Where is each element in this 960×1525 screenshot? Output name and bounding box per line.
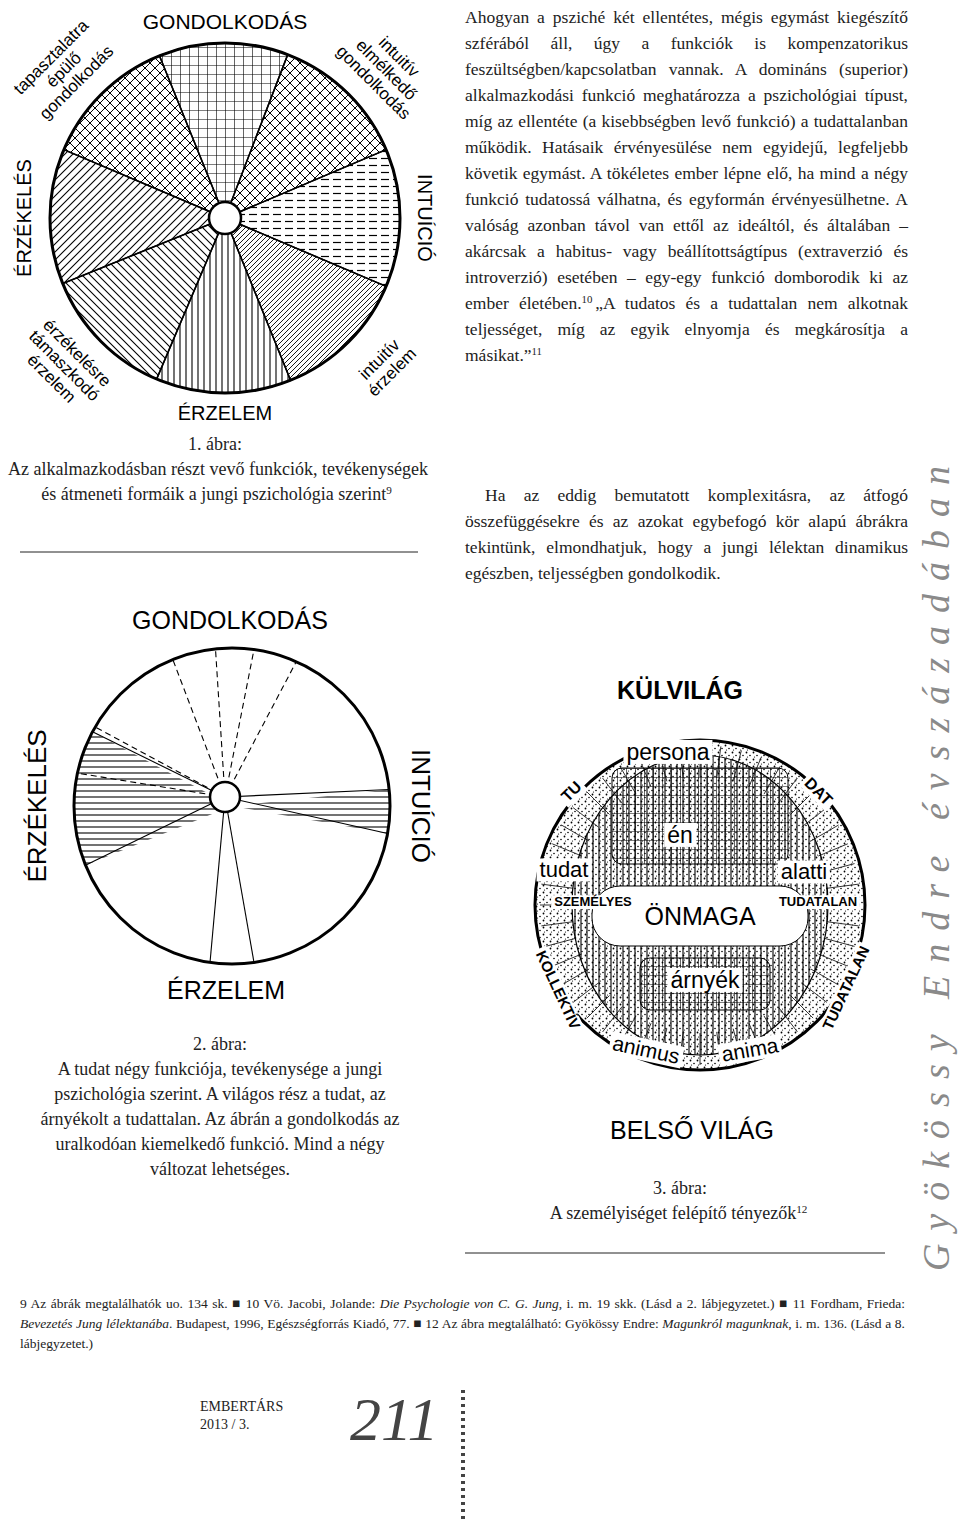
footnotes: 9 Az ábrák megtalálhatók uo. 134 sk. ■ 1… bbox=[20, 1294, 905, 1354]
consciousness-circle: GONDOLKODÁS INTUÍCIÓ ÉRZELEM ÉRZÉKELÉS bbox=[0, 590, 450, 1010]
page-number: 211 bbox=[350, 1388, 438, 1450]
circle-label: SZEMÉLYES bbox=[551, 895, 635, 909]
footnote-ref: 12 bbox=[796, 1203, 807, 1215]
figure-caption-title: 3. ábra: bbox=[475, 1176, 885, 1201]
text-run: Die Psychologie von C. G. Jung bbox=[380, 1296, 559, 1311]
footnote-ref: 10 bbox=[582, 293, 593, 305]
issue-number: 2013 / 3. bbox=[200, 1416, 340, 1433]
circle-label: ÉRZÉKELÉS bbox=[24, 726, 51, 885]
footnote-ref: 9 bbox=[386, 484, 392, 496]
body-paragraph: Ahogyan a psziché két ellentétes, mégis … bbox=[465, 4, 908, 368]
circle-label: ÉRZÉKELÉS bbox=[14, 156, 35, 280]
circle-label: persona bbox=[623, 740, 712, 764]
figure-caption-title: 2. ábra: bbox=[20, 1032, 420, 1057]
rule-line bbox=[20, 552, 418, 553]
text-run: 3. ábra: bbox=[653, 1178, 707, 1198]
figure-caption: A személyiséget felépítő tényezők12 bbox=[475, 1201, 885, 1226]
text-run: EMBERTÁRS bbox=[200, 1399, 283, 1414]
figure-caption: Az alkalmazkodásban részt vevő funkciók,… bbox=[8, 457, 428, 507]
figure-caption: A tudat négy funkciója, tevékenysége a j… bbox=[40, 1057, 400, 1182]
journal-name: EMBERTÁRS bbox=[200, 1398, 340, 1415]
circle-label: árnyék bbox=[667, 968, 742, 992]
rule-line bbox=[465, 1253, 885, 1254]
text-run: 9 Az ábrák megtalálhatók uo. 134 sk. ■ 1… bbox=[20, 1296, 380, 1311]
circle-label: GONDOLKODÁS bbox=[140, 11, 311, 33]
personality-circle: KÜLVILÁGpersonaTUDATéntudatalattiSZEMÉLY… bbox=[500, 660, 920, 1160]
body-paragraph: Ha az eddig bemutatott komplexitásra, az… bbox=[465, 482, 908, 586]
dotted-rule bbox=[461, 1390, 465, 1519]
text-run: Ha az eddig bemutatott komplexitásra, az… bbox=[465, 485, 908, 583]
function-wheel: GONDOLKODÁSintuitív elmélkedő gondolkodá… bbox=[0, 0, 450, 432]
text-run: A személyiséget felépítő tényezők bbox=[550, 1203, 796, 1223]
circle-label: INTUÍCIÓ bbox=[414, 171, 435, 265]
circle-label: tudat bbox=[537, 858, 592, 881]
text-run: 2. ábra: bbox=[193, 1034, 247, 1054]
footnote-ref: 11 bbox=[532, 345, 542, 357]
circle-illustration bbox=[0, 590, 450, 1010]
circle-label: GONDOLKODÁS bbox=[129, 607, 331, 633]
circle-label: KÜLVILÁG bbox=[614, 677, 746, 703]
circle-label: alatti bbox=[778, 860, 830, 883]
circle-label: INTUÍCIÓ bbox=[406, 746, 433, 866]
text-run: A tudat négy funkciója, tevékenysége a j… bbox=[41, 1059, 400, 1179]
circle-label: ÉRZELEM bbox=[175, 403, 275, 424]
circle-label: én bbox=[664, 823, 696, 847]
text-run: Ahogyan a psziché két ellentétes, mégis … bbox=[465, 7, 908, 313]
text-run: 1. ábra: bbox=[188, 434, 242, 454]
circle-label: BELSŐ VILÁG bbox=[607, 1117, 777, 1143]
text-run: , i. m. 19 skk. (Lásd a 2. lábjegyzetet.… bbox=[559, 1296, 905, 1311]
text-run: Magunkról magunknak bbox=[662, 1316, 788, 1331]
running-head: Gyökössy Endre évszázadában bbox=[917, 453, 955, 1271]
figure-caption-title: 1. ábra: bbox=[15, 432, 415, 457]
text-run: . Budapest, 1996, Egészségforrás Kiadó, … bbox=[169, 1316, 662, 1331]
text-run: Az alkalmazkodásban részt vevő funkciók,… bbox=[8, 459, 428, 504]
circle-label: ÖNMAGA bbox=[641, 903, 758, 929]
text-run: 2013 / 3. bbox=[200, 1417, 249, 1432]
circle-label: TUDATALAN bbox=[776, 895, 860, 909]
text-run: Bevezetés Jung lélektanába bbox=[20, 1316, 169, 1331]
circle-label: ÉRZELEM bbox=[164, 977, 288, 1003]
